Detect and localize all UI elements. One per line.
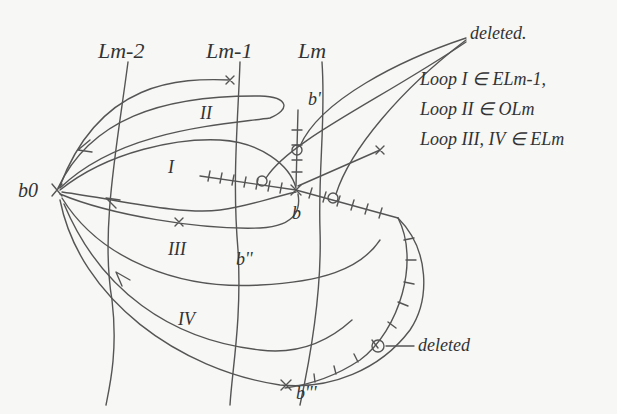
curve-name: Lm [298,40,326,62]
loop-number: I [168,158,174,176]
point-name: b'' [236,250,253,268]
point-name: b' [308,90,321,108]
point-name: b [292,204,301,222]
point-name: b''' [296,384,317,402]
point-name: b0 [18,180,38,200]
curve-name: Lm-1 [206,40,252,62]
note: Loop II ∈ OLm [420,100,535,118]
loop-number: II [200,104,212,122]
note: Loop I ∈ ELm-1, [420,70,546,88]
loop-number: III [168,240,186,258]
loop-number: IV [178,310,195,328]
note: deleted. [470,24,526,42]
curve-name: Lm-2 [98,40,144,62]
note: deleted [418,336,470,354]
note: Loop III, IV ∈ ELm [420,130,564,148]
